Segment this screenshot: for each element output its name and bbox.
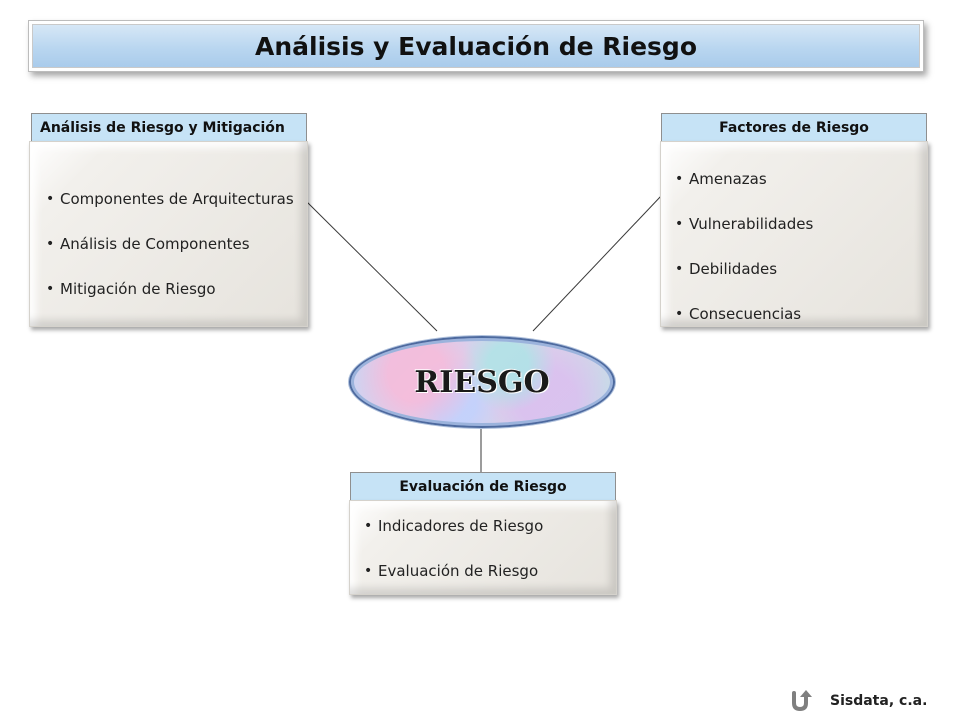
page-title: Análisis y Evaluación de Riesgo — [254, 31, 698, 61]
list-item: • Evaluación de Riesgo — [364, 561, 539, 580]
bullet-icon: • — [46, 190, 55, 207]
box-mitigacion: • Componentes de Arquitecturas • Análisi… — [29, 141, 308, 327]
box-mitigacion-header-text: Análisis de Riesgo y Mitigación — [40, 119, 285, 136]
box-evaluacion-list: • Indicadores de Riesgo • Evaluación de … — [364, 503, 616, 593]
connector-factores — [532, 194, 663, 332]
bullet-icon: • — [46, 235, 55, 252]
connector-mitigacion — [306, 201, 438, 332]
box-mitigacion-header: Análisis de Riesgo y Mitigación — [31, 113, 307, 141]
list-item: • Amenazas — [675, 169, 767, 188]
bullet-icon: • — [364, 562, 373, 579]
return-arrow-icon[interactable] — [788, 690, 812, 712]
riesgo-label: RIESGO — [414, 364, 550, 400]
bullet-icon: • — [675, 260, 684, 277]
list-item: • Mitigación de Riesgo — [46, 279, 216, 298]
list-item: • Vulnerabilidades — [675, 214, 814, 233]
title-banner: Análisis y Evaluación de Riesgo — [28, 20, 924, 72]
list-item: • Componentes de Arquitecturas — [46, 189, 294, 208]
list-item: • Debilidades — [675, 259, 778, 278]
bullet-icon: • — [675, 305, 684, 322]
box-factores-list: • Amenazas • Vulnerabilidades • Debilida… — [675, 156, 927, 336]
box-factores-header: Factores de Riesgo — [661, 113, 927, 141]
box-evaluacion-header: Evaluación de Riesgo — [350, 472, 616, 500]
list-item: • Análisis de Componentes — [46, 234, 250, 253]
bullet-icon: • — [46, 280, 55, 297]
list-item: • Consecuencias — [675, 304, 802, 323]
list-item: • Indicadores de Riesgo — [364, 516, 544, 535]
box-factores: • Amenazas • Vulnerabilidades • Debilida… — [660, 141, 928, 327]
company-name: Sisdata, c.a. — [830, 693, 928, 709]
bullet-icon: • — [364, 517, 373, 534]
bullet-icon: • — [675, 215, 684, 232]
box-evaluacion: • Indicadores de Riesgo • Evaluación de … — [349, 500, 617, 595]
box-evaluacion-header-text: Evaluación de Riesgo — [399, 478, 567, 495]
bullet-icon: • — [675, 170, 684, 187]
riesgo-center-node: RIESGO — [349, 336, 615, 428]
box-mitigacion-list: • Componentes de Arquitecturas • Análisi… — [46, 176, 307, 311]
footer: Sisdata, c.a. — [788, 686, 927, 716]
box-factores-header-text: Factores de Riesgo — [719, 119, 869, 136]
